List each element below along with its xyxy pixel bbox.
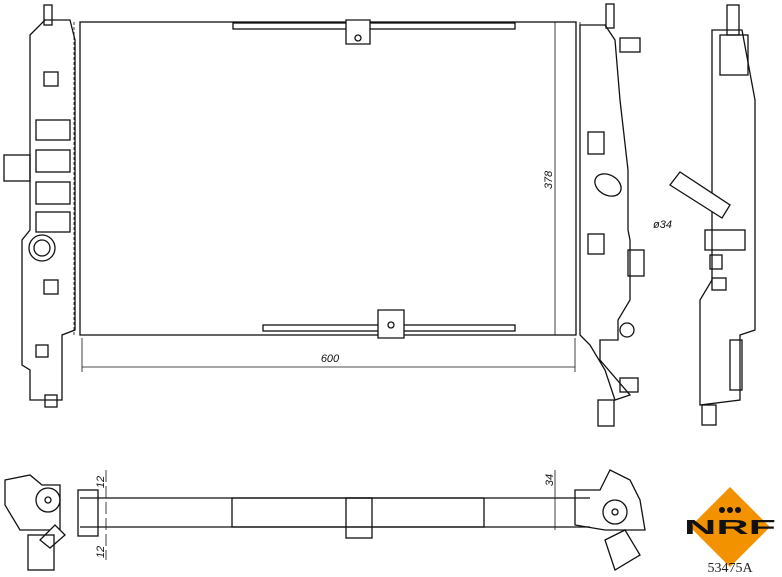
- drain-plug: [597, 399, 615, 427]
- front-view: 378 600: [3, 3, 645, 427]
- bottom-left-cap: [35, 487, 61, 513]
- dim-offset-bottom: 12: [95, 546, 107, 558]
- side-pipe: [669, 171, 731, 219]
- logo-brand: NRF: [684, 517, 776, 539]
- dim-width: 600: [321, 353, 340, 365]
- radiator-core: [79, 21, 577, 336]
- left-mount-tab: [3, 154, 31, 182]
- left-tank: [21, 19, 76, 401]
- left-inlet-pipe: [28, 234, 56, 262]
- bottom-right-cap: [602, 499, 628, 525]
- dim-offset-top: 12: [95, 476, 107, 488]
- side-view: ø34: [653, 4, 756, 426]
- top-mount-bar: [232, 22, 516, 30]
- dim-height: 378: [543, 170, 555, 189]
- side-tank: [699, 29, 756, 406]
- right-tank: [579, 24, 632, 401]
- nrf-logo: NRF: [684, 487, 776, 567]
- bottom-view: 12 12 34: [4, 469, 646, 571]
- right-outlet-pipe: [594, 173, 622, 197]
- bottom-bracket: [377, 309, 405, 339]
- dim-pipe-diameter: ø34: [653, 219, 672, 231]
- top-bracket: [345, 19, 371, 45]
- dim-thickness: 34: [544, 474, 556, 486]
- part-number: 53475A: [707, 561, 753, 576]
